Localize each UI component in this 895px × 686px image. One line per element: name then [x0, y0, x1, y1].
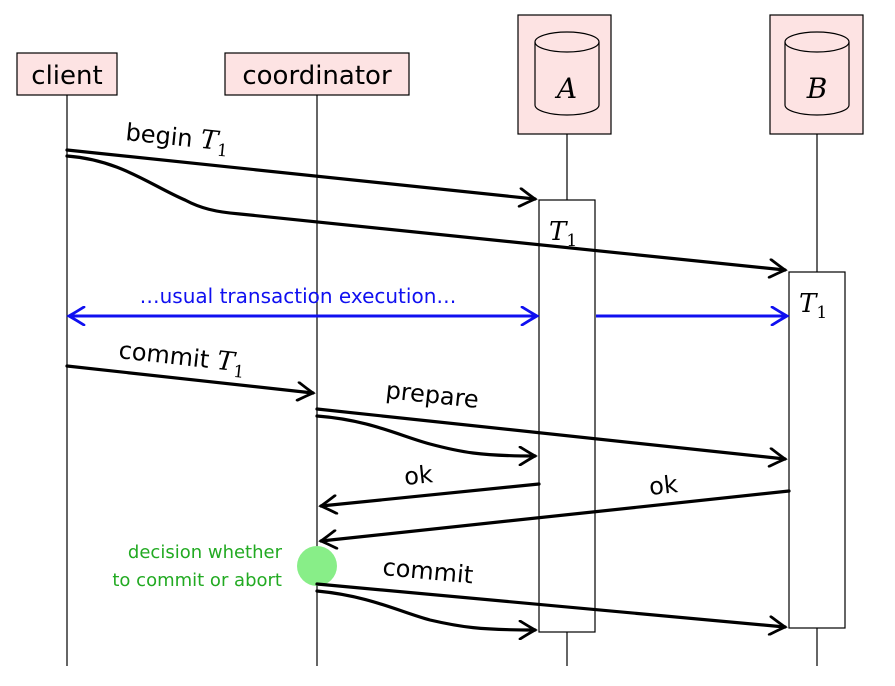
- commit-arrow-to-a: [315, 589, 535, 630]
- database-icon: [534, 31, 600, 116]
- db-a-box: A: [517, 14, 612, 135]
- database-icon: [784, 31, 850, 116]
- decision-marker: [297, 546, 337, 586]
- commit-arrow-to-b: [315, 582, 785, 627]
- prepare-arrow-to-b: [315, 407, 785, 459]
- prepare-label: prepare: [384, 376, 480, 414]
- decision-line-1: decision whether: [128, 542, 283, 563]
- usual-execution-label: …usual transaction execution…: [140, 284, 457, 308]
- db-a-label: A: [554, 72, 577, 105]
- ok-label-b: ok: [648, 470, 679, 501]
- coordinator-label: coordinator: [242, 61, 392, 91]
- activation-b: [788, 271, 846, 629]
- ok-arrow-from-b: [321, 489, 791, 541]
- activation-a: [538, 199, 596, 633]
- commit-arrow-to-coordinator: [65, 364, 313, 393]
- client-label: client: [31, 61, 102, 91]
- ok-arrow-from-a: [321, 482, 541, 506]
- decision-line-2: to commit or abort: [112, 570, 282, 591]
- commit-label: commit: [381, 553, 474, 589]
- prepare-arrow-to-a: [315, 414, 535, 456]
- coordinator-box: coordinator: [224, 52, 410, 96]
- db-b-box: B: [769, 14, 864, 135]
- db-b-label: B: [806, 72, 828, 105]
- client-box: client: [16, 52, 118, 96]
- begin-arrow-to-b: [65, 154, 785, 270]
- ok-label-a: ok: [403, 460, 434, 491]
- begin-arrow-to-a: [65, 148, 535, 199]
- activation-a-label: T1: [549, 217, 577, 251]
- activation-b-label: T1: [799, 289, 827, 323]
